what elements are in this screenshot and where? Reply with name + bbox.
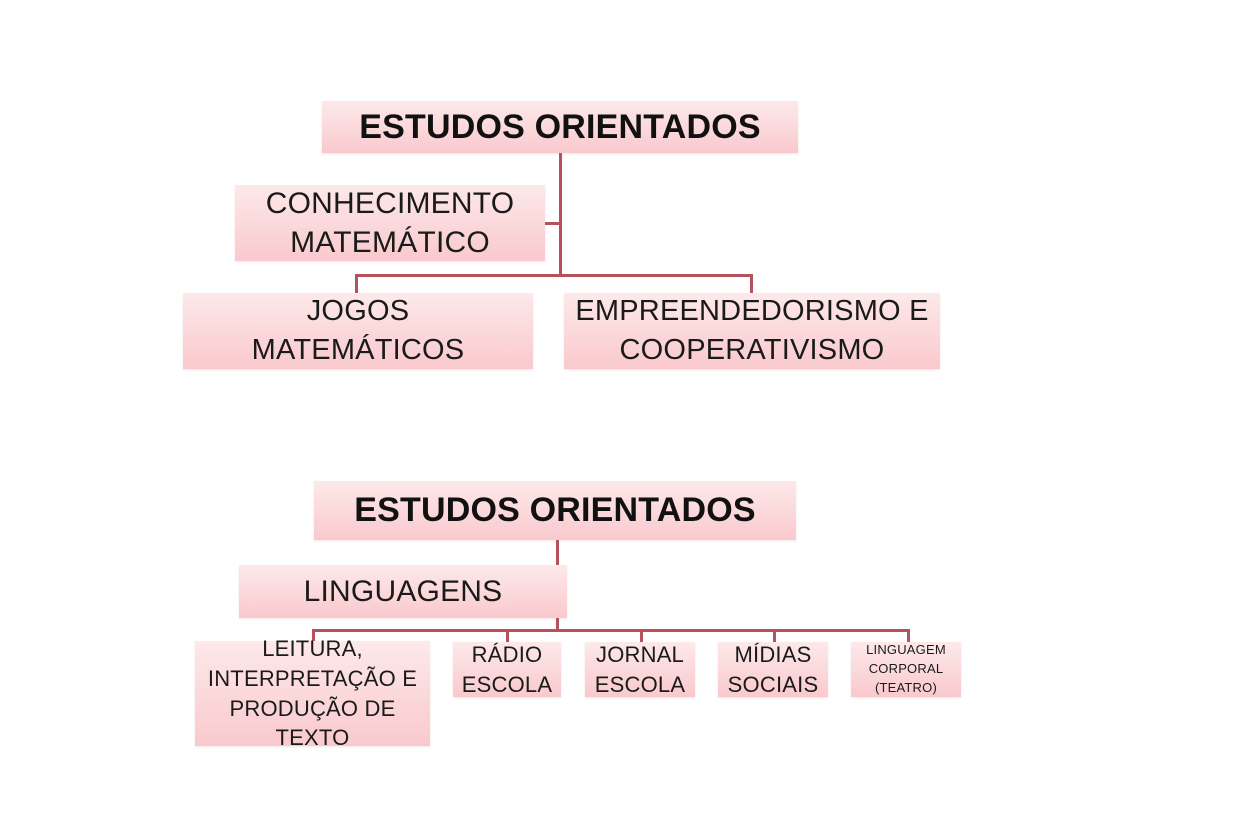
connector-child-2: [506, 629, 509, 643]
child-node-empreendedorismo: EMPREENDEDORISMO E COOPERATIVISMO: [564, 293, 940, 369]
connector-child-5: [907, 629, 910, 643]
connector-child-4: [773, 629, 776, 643]
branch-node-conhecimento-matematico: CONHECIMENTO MATEMÁTICO: [235, 185, 545, 261]
child-node-radio-escola: RÁDIO ESCOLA: [453, 642, 561, 697]
connector-branch-stub: [544, 222, 561, 225]
child-node-jornal-escola: JORNAL ESCOLA: [585, 642, 695, 697]
root-node: ESTUDOS ORIENTADOS: [322, 101, 798, 153]
connector-child-3: [640, 629, 643, 643]
connector-children-horizontal: [355, 274, 753, 277]
connector-child-2: [750, 274, 753, 294]
root-node: ESTUDOS ORIENTADOS: [314, 481, 796, 540]
child-node-midias-sociais: MÍDIAS SOCIAIS: [718, 642, 828, 697]
connector-root-vertical: [559, 152, 562, 276]
child-node-jogos-matematicos: JOGOS MATEMÁTICOS: [183, 293, 533, 369]
connector-child-1: [355, 274, 358, 294]
child-node-leitura-interpretacao: LEITURA, INTERPRETAÇÃO E PRODUÇÃO DE TEX…: [195, 636, 430, 750]
child-node-linguagem-corporal: LINGUAGEM CORPORAL (TEATRO): [851, 642, 961, 697]
connector-child-1: [312, 629, 315, 643]
connector-children-horizontal: [312, 629, 910, 632]
branch-node-linguagens: LINGUAGENS: [239, 565, 567, 618]
